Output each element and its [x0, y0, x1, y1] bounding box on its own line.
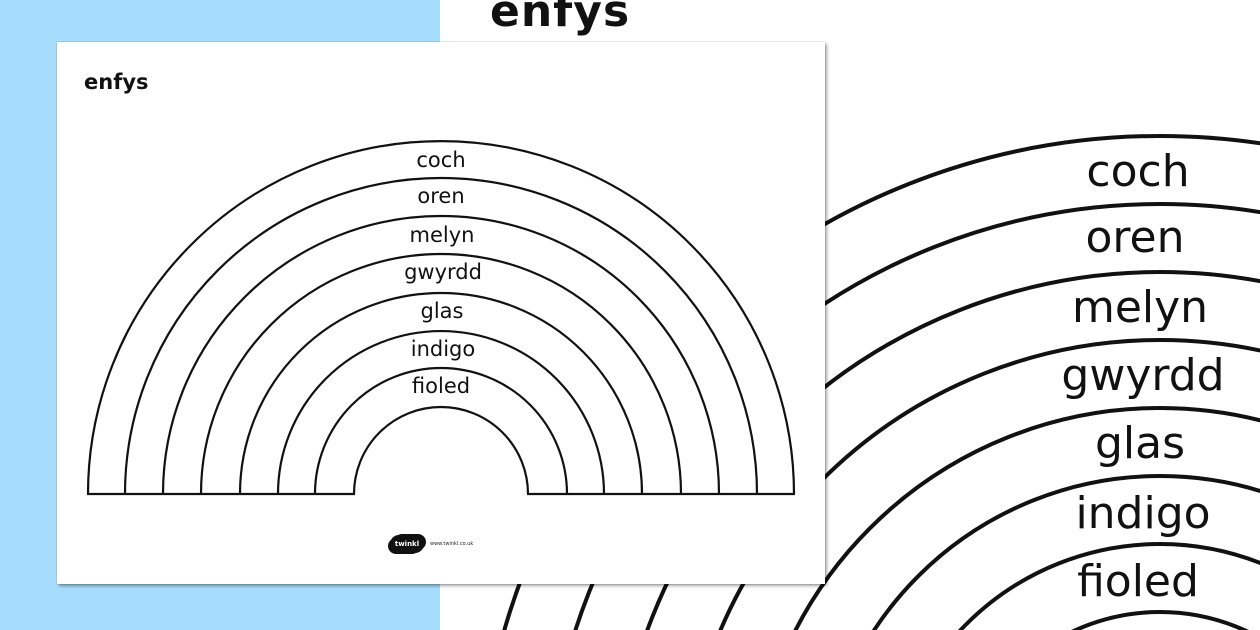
rainbow-arc-3 — [161, 214, 721, 495]
twinkl-logo: twinkl www.twinkl.co.uk — [390, 535, 473, 553]
zoomed-band-label: glas — [1095, 418, 1185, 469]
zoomed-rainbow: coch oren melyn gwyrdd glas indigo fiole… — [502, 134, 1260, 630]
zoomed-band-label: coch — [1086, 146, 1189, 197]
zoomed-band-label: oren — [1086, 212, 1185, 263]
rainbow-band-label: fioled — [412, 374, 470, 398]
logo-url: www.twinkl.co.uk — [430, 541, 474, 547]
zoomed-arc-2 — [573, 202, 1260, 630]
rainbow-band-label: indigo — [411, 337, 476, 361]
rainbow-arc-6 — [276, 329, 606, 495]
rainbow-arc-4 — [199, 252, 683, 495]
rainbow-band-label: coch — [416, 148, 465, 172]
twinkl-cloud-icon: twinkl — [390, 535, 424, 553]
rainbow-band-label: oren — [417, 184, 464, 208]
worksheet-title: enfys — [84, 70, 149, 94]
zoomed-title: enfys — [490, 0, 631, 37]
zoomed-arc-4 — [718, 338, 1260, 630]
zoomed-arc-8 — [1071, 610, 1249, 630]
zoomed-arc-3 — [645, 270, 1260, 630]
zoomed-band-label: indigo — [1075, 488, 1210, 539]
rainbow-arc-1 — [86, 139, 796, 495]
rainbow-band-label: gwyrdd — [404, 260, 482, 284]
rainbow-arc-8 — [352, 405, 530, 495]
zoomed-arc-5 — [793, 406, 1260, 630]
zoomed-band-label: fioled — [1077, 556, 1199, 607]
zoomed-arc-6 — [872, 474, 1260, 630]
rainbow-arc-2 — [123, 176, 759, 495]
rainbow-band-label: glas — [421, 299, 464, 323]
zoomed-arc-7 — [958, 542, 1260, 630]
zoomed-band-label: gwyrdd — [1061, 350, 1224, 401]
rainbow-diagram: coch oren melyn gwyrdd glas indigo fiole… — [86, 139, 796, 496]
worksheet-page: enfys coch oren melyn gwyrdd glas in — [57, 42, 825, 584]
zoomed-band-label: melyn — [1072, 282, 1208, 333]
rainbow-band-label: melyn — [410, 223, 475, 247]
zoomed-arc-1 — [502, 134, 1260, 630]
rainbow-arc-7 — [313, 366, 569, 495]
rainbow-arc-5 — [238, 291, 644, 495]
